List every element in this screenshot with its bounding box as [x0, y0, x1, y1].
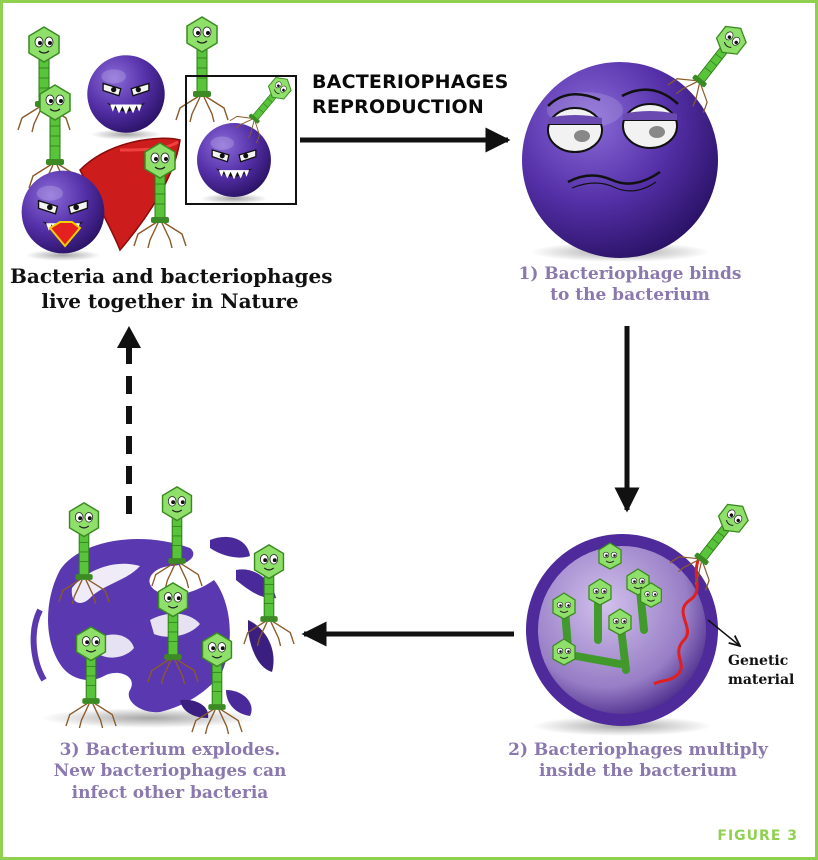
exploding-bacterium-icon [30, 536, 276, 718]
title-line: REPRODUCTION [312, 95, 484, 118]
highlight-box [185, 75, 297, 205]
bacterium-face-icon [547, 88, 679, 192]
step3-bacterium [30, 486, 295, 735]
phage-icon [243, 544, 295, 647]
annotation-line: Genetic [728, 653, 789, 669]
step2-bacterium [526, 491, 762, 736]
annotation-genetic-material: Genetic material [728, 652, 808, 690]
annotation-line: material [728, 671, 795, 688]
caption-step3: 3) Bacterium explodes. New bacteriophage… [20, 740, 320, 804]
caption-nature: Bacteria and bacteriophages live togethe… [10, 264, 333, 314]
arrow-head-icon [117, 326, 141, 348]
caption-line: Bacteria and bacteriophages [10, 264, 333, 288]
caption-line: New bacteriophages can [53, 761, 287, 782]
title-line: BACTERIOPHAGES [312, 71, 509, 93]
caption-line: inside the bacterium [538, 761, 738, 782]
caption-step1: 1) Bacteriophage binds to the bacterium [500, 264, 760, 307]
caption-line: live together in Nature [41, 289, 299, 313]
figure-label: FIGURE 3 [717, 828, 798, 844]
caption-step2: 2) Bacteriophages multiply inside the ba… [488, 740, 788, 783]
genetic-material-icon [653, 555, 702, 686]
nature-scene [17, 16, 302, 262]
phage-icon [175, 16, 229, 123]
caption-line: 2) Bacteriophages multiply [508, 740, 768, 760]
caption-line: infect other bacteria [71, 782, 269, 803]
evil-bacterium-icon [86, 54, 166, 141]
annotation-pointer [707, 619, 740, 646]
caption-line: 1) Bacteriophage binds [518, 264, 742, 284]
phage-icon [151, 486, 203, 589]
diagram-title: BACTERIOPHAGES REPRODUCTION [312, 70, 522, 119]
caption-line: to the bacterium [550, 285, 710, 306]
step1-bacterium [522, 13, 760, 262]
bacterium-icon [522, 62, 718, 258]
caption-line: 3) Bacterium explodes. [59, 740, 281, 760]
